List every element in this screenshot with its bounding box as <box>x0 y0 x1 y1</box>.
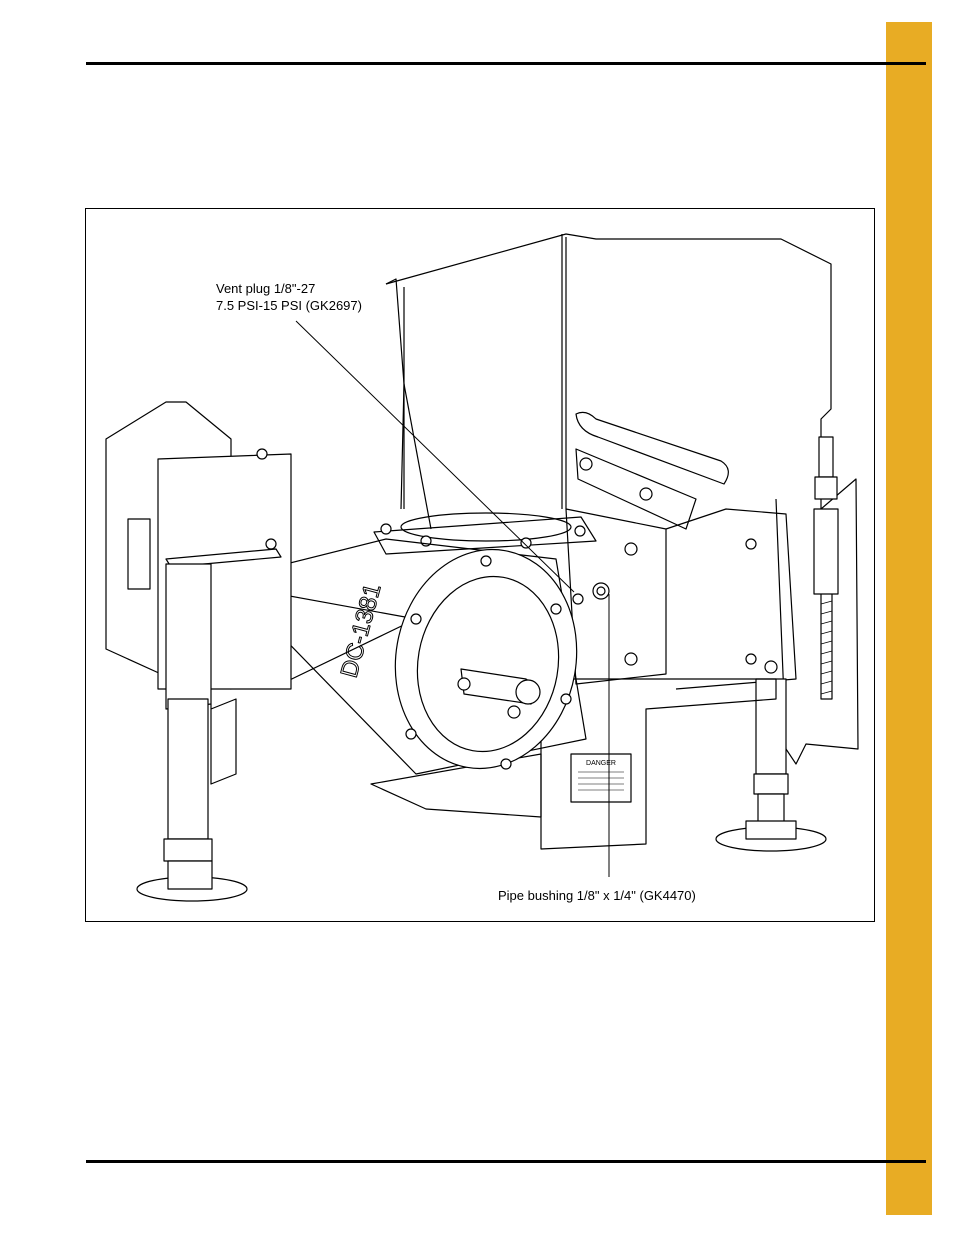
left-leg-collar <box>163 838 213 862</box>
vent-plug-fitting <box>572 593 584 605</box>
shaft-bolt <box>507 705 521 719</box>
decal-text-lines <box>578 771 624 791</box>
vent-plug-callout-line2: 7.5 PSI-15 PSI (GK2697) <box>216 298 362 313</box>
threaded-rod <box>820 594 833 700</box>
shaft-bolt <box>457 677 471 691</box>
left-decal <box>127 518 151 590</box>
housing-bolt <box>745 653 757 665</box>
pipe-bushing-callout: Pipe bushing 1/8" x 1/4" (GK4470) <box>498 888 696 903</box>
right-leg <box>755 678 787 775</box>
right-foot-hub <box>745 820 797 840</box>
side-bolt <box>624 542 638 556</box>
right-leg-nut <box>757 793 785 823</box>
shaft-end <box>515 679 541 705</box>
tube-marking: DC-1381 <box>336 581 387 681</box>
housing-bolt <box>764 660 778 674</box>
hopper-left-edge <box>385 278 405 510</box>
plate-bolt <box>520 537 532 549</box>
vertical-chute <box>403 237 567 509</box>
bracket-bolt <box>579 457 593 471</box>
flange-bolt <box>500 758 512 770</box>
plate-bolt <box>380 523 392 535</box>
handle-bar <box>575 411 729 485</box>
adjustment-nut <box>814 476 838 500</box>
bracket-plate <box>575 448 697 530</box>
danger-decal-heading: DANGER <box>586 760 616 767</box>
flange-bolt <box>560 693 572 705</box>
base-plate <box>540 678 777 850</box>
hopper-inner-edge <box>403 383 432 530</box>
left-foot-hub <box>167 860 213 890</box>
flange-bolt <box>480 555 492 567</box>
bracket-bolt <box>639 487 653 501</box>
adjustment-sleeve <box>813 508 839 595</box>
arm-bolt <box>265 538 277 550</box>
chute-base-collar <box>400 512 572 542</box>
vent-plug-callout: Vent plug 1/8"-27 7.5 PSI-15 PSI (GK2697… <box>216 280 362 314</box>
vent-plug-leader <box>295 320 575 593</box>
chute-mounting-plate <box>373 516 597 555</box>
chapter-side-tab <box>886 22 932 1215</box>
housing-bolt <box>745 538 757 550</box>
header-rule <box>86 62 926 65</box>
side-bolt <box>624 652 638 666</box>
flange-opening <box>416 575 560 753</box>
right-rear-housing <box>665 508 797 690</box>
vent-plug-callout-line1: Vent plug 1/8"-27 <box>216 281 316 296</box>
flange-bolt <box>405 728 417 740</box>
flange-bolt <box>410 613 422 625</box>
grease-fitting <box>256 448 268 460</box>
thread-marks <box>820 600 833 695</box>
pipe-bushing-fitting-inner <box>596 586 606 596</box>
adjustment-nut <box>818 436 834 478</box>
equipment-illustration: DANGER DC-1381 <box>105 233 859 902</box>
footer-rule <box>86 1160 926 1163</box>
figure-frame: DANGER DC-1381 <box>85 208 875 922</box>
left-leg <box>167 698 209 840</box>
flange-bolt <box>550 603 562 615</box>
plate-bolt <box>574 525 586 537</box>
right-leg-collar <box>753 773 789 795</box>
